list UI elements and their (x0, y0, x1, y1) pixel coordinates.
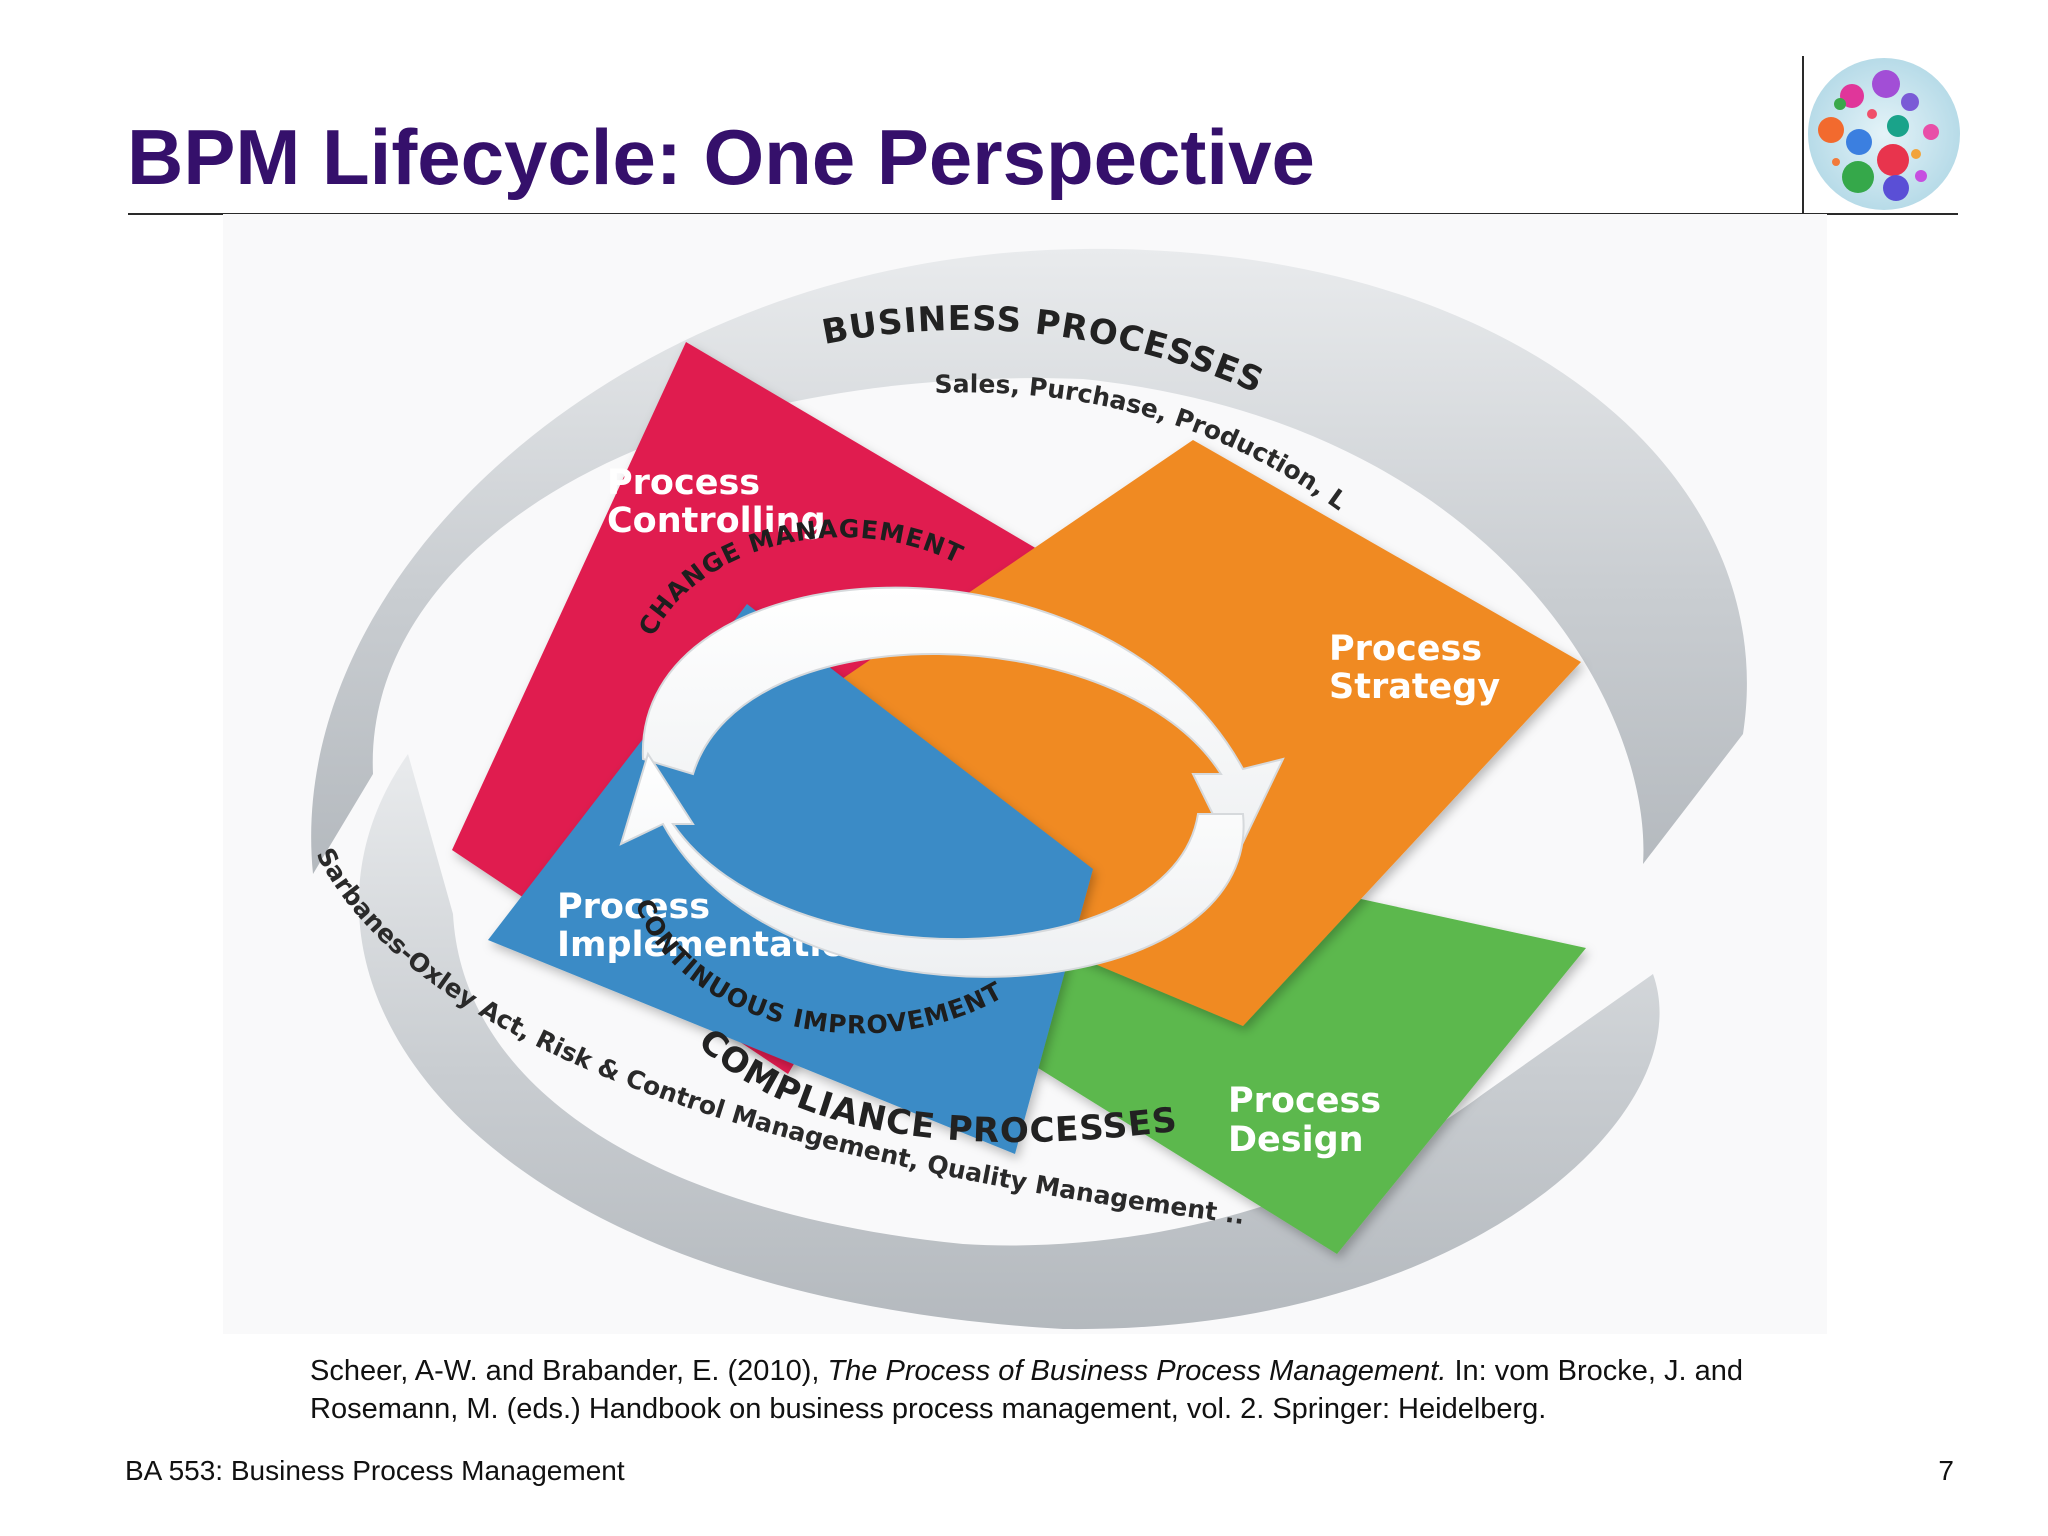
citation-authors: Scheer, A-W. and Brabander, E. (2010), (310, 1355, 828, 1387)
tile-strategy-line1: Process (1329, 629, 1482, 669)
inner-ring-top-arrow (641, 586, 1285, 862)
tile-design-line1: Process (1228, 1081, 1381, 1121)
footer-page-number: 7 (1938, 1455, 1954, 1486)
citation-title: The Process of Business Process Manageme… (827, 1355, 1447, 1387)
slide-title: BPM Lifecycle: One Perspective (127, 113, 1315, 201)
tile-design-line2: Design (1228, 1120, 1364, 1160)
tile-controlling-line2: Controlling (607, 501, 826, 541)
tile-implementation-line1: Process (557, 887, 710, 927)
footer-course-name: BA 553: Business Process Management (125, 1455, 625, 1486)
bubbles-logo-icon (1808, 58, 1960, 210)
logo-divider (1802, 56, 1804, 244)
inner-ring-bottom-arrow (619, 751, 1245, 978)
citation-source: In: vom Brocke, J. and Rosemann, M. (eds… (310, 1355, 1744, 1425)
tile-strategy-line2: Strategy (1329, 667, 1500, 707)
tile-controlling-line1: Process (607, 463, 760, 503)
citation: Scheer, A-W. and Brabander, E. (2010), T… (310, 1352, 1810, 1428)
bpm-lifecycle-diagram: Process Controlling Process Design Proce… (223, 214, 1827, 1334)
inner-cycle-ring (619, 586, 1285, 978)
tile-implementation-shape (488, 604, 1093, 1154)
